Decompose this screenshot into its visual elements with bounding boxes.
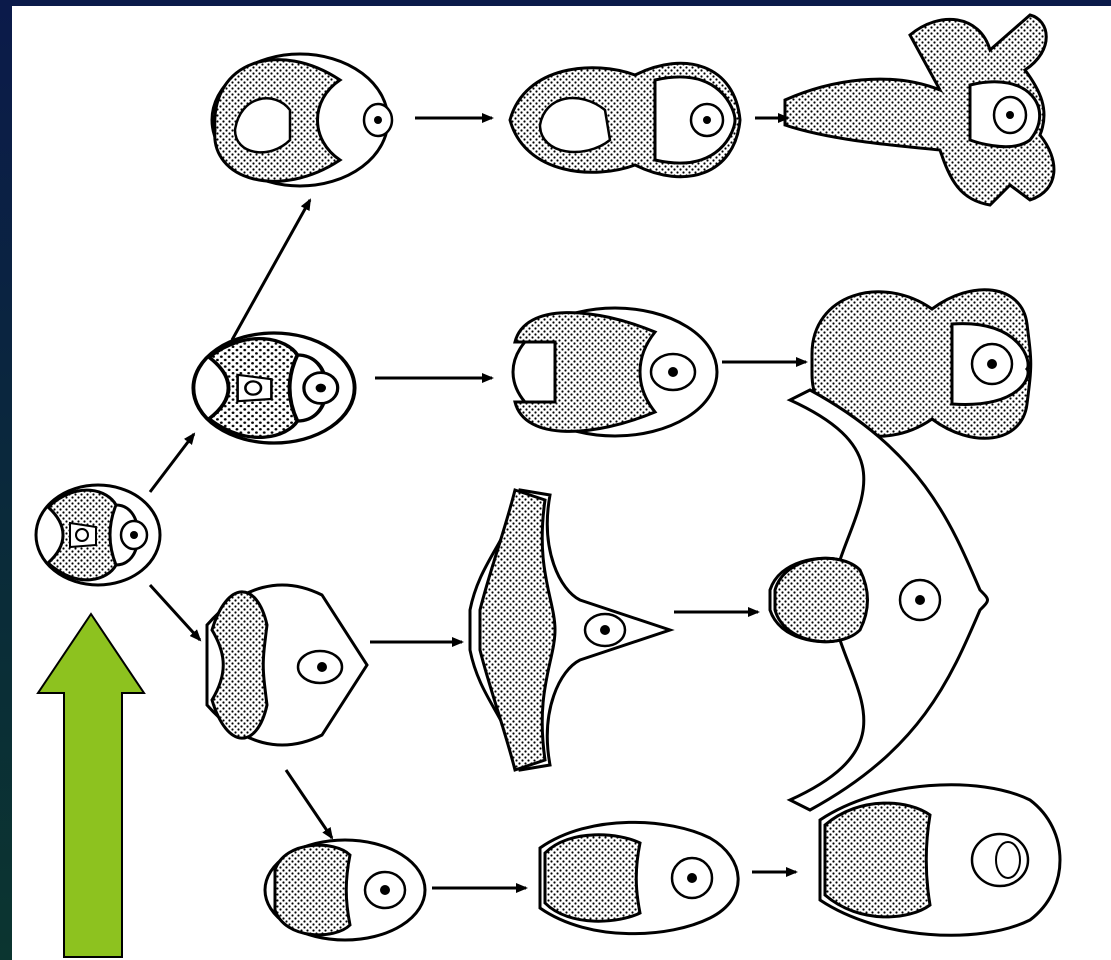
larva-stage-origin [36, 485, 160, 585]
larva-row1-c [785, 15, 1054, 205]
larva-row4-a [265, 840, 425, 940]
diagram-arrows [150, 118, 806, 888]
arrow-lower-row4 [286, 770, 332, 838]
arrow-origin-upper [150, 434, 194, 492]
green-up-arrow [38, 614, 144, 957]
larva-row2-a [513, 308, 717, 436]
larva-row4-c [820, 785, 1060, 936]
arrow-origin-lower [150, 585, 200, 640]
arrow-upper-row1 [232, 200, 310, 340]
larva-row1-a [212, 54, 392, 186]
larva-row3-a [470, 490, 670, 770]
larva-row1-b [510, 63, 740, 176]
larva-lower-branch [207, 585, 367, 745]
larva-upper-branch [193, 333, 354, 443]
larva-row3-b [770, 390, 988, 810]
larva-row4-b [540, 822, 738, 933]
